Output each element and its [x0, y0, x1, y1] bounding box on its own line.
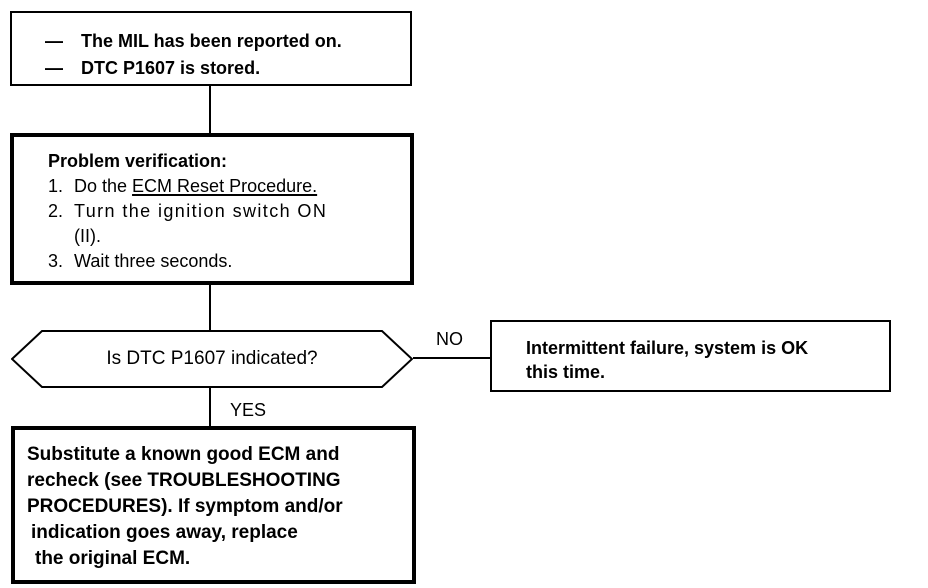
step-text-before-link: Do the [74, 176, 133, 196]
verification-step-3: 3. Wait three seconds. [48, 249, 410, 274]
ecm-reset-procedure-link[interactable]: ECM Reset Procedure. [132, 176, 318, 196]
step-number: 1. [48, 176, 64, 196]
connector-verify-to-decision [209, 285, 211, 330]
verification-step-1: 1. Do the ECM Reset Procedure. [48, 174, 410, 199]
yes-result-line-5: the original ECM. [35, 548, 191, 569]
verification-heading: Problem verification: [48, 151, 228, 171]
yes-branch-label: YES [230, 400, 267, 420]
yes-result-line-1: Substitute a known good ECM and [27, 444, 340, 465]
intermittent-failure-box: Intermittent failure, system is OK this … [490, 320, 891, 392]
decision-node: Is DTC P1607 indicated? [11, 330, 413, 388]
decision-hexagon-shape [11, 330, 413, 388]
verification-step-2-continuation: (II). [74, 226, 101, 246]
connector-decision-to-yes [209, 388, 211, 426]
start-condition-line-1: The MIL has been reported on. [45, 28, 410, 55]
decision-question: Is DTC P1607 indicated? [106, 348, 318, 369]
no-result-line-1: Intermittent failure, system is OK [526, 338, 809, 358]
no-result-line-2: this time. [526, 362, 606, 382]
step-text: Turn the ignition switch ON [74, 201, 328, 221]
yes-result-line-3: PROCEDURES). If symptom and/or [27, 496, 343, 517]
verification-step-2: 2. Turn the ignition switch ON [48, 199, 410, 224]
step-number: 2. [48, 201, 64, 221]
step-number: 3. [48, 251, 64, 271]
start-condition-box: The MIL has been reported on. DTC P1607 … [10, 11, 412, 86]
step-text: Do the ECM Reset Procedure. [74, 174, 317, 199]
start-condition-line-2: DTC P1607 is stored. [45, 55, 410, 82]
no-branch-label: NO [436, 329, 463, 349]
connector-start-to-verify [209, 86, 211, 133]
connector-decision-to-no [413, 357, 490, 359]
problem-verification-box: Problem verification: 1. Do the ECM Rese… [10, 133, 414, 285]
step-text: Wait three seconds. [74, 251, 233, 271]
yes-result-line-2: recheck (see TROUBLESHOOTING [27, 470, 341, 491]
yes-result-line-4: indication goes away, replace [31, 522, 298, 543]
substitute-ecm-box: Substitute a known good ECM and recheck … [11, 426, 416, 584]
